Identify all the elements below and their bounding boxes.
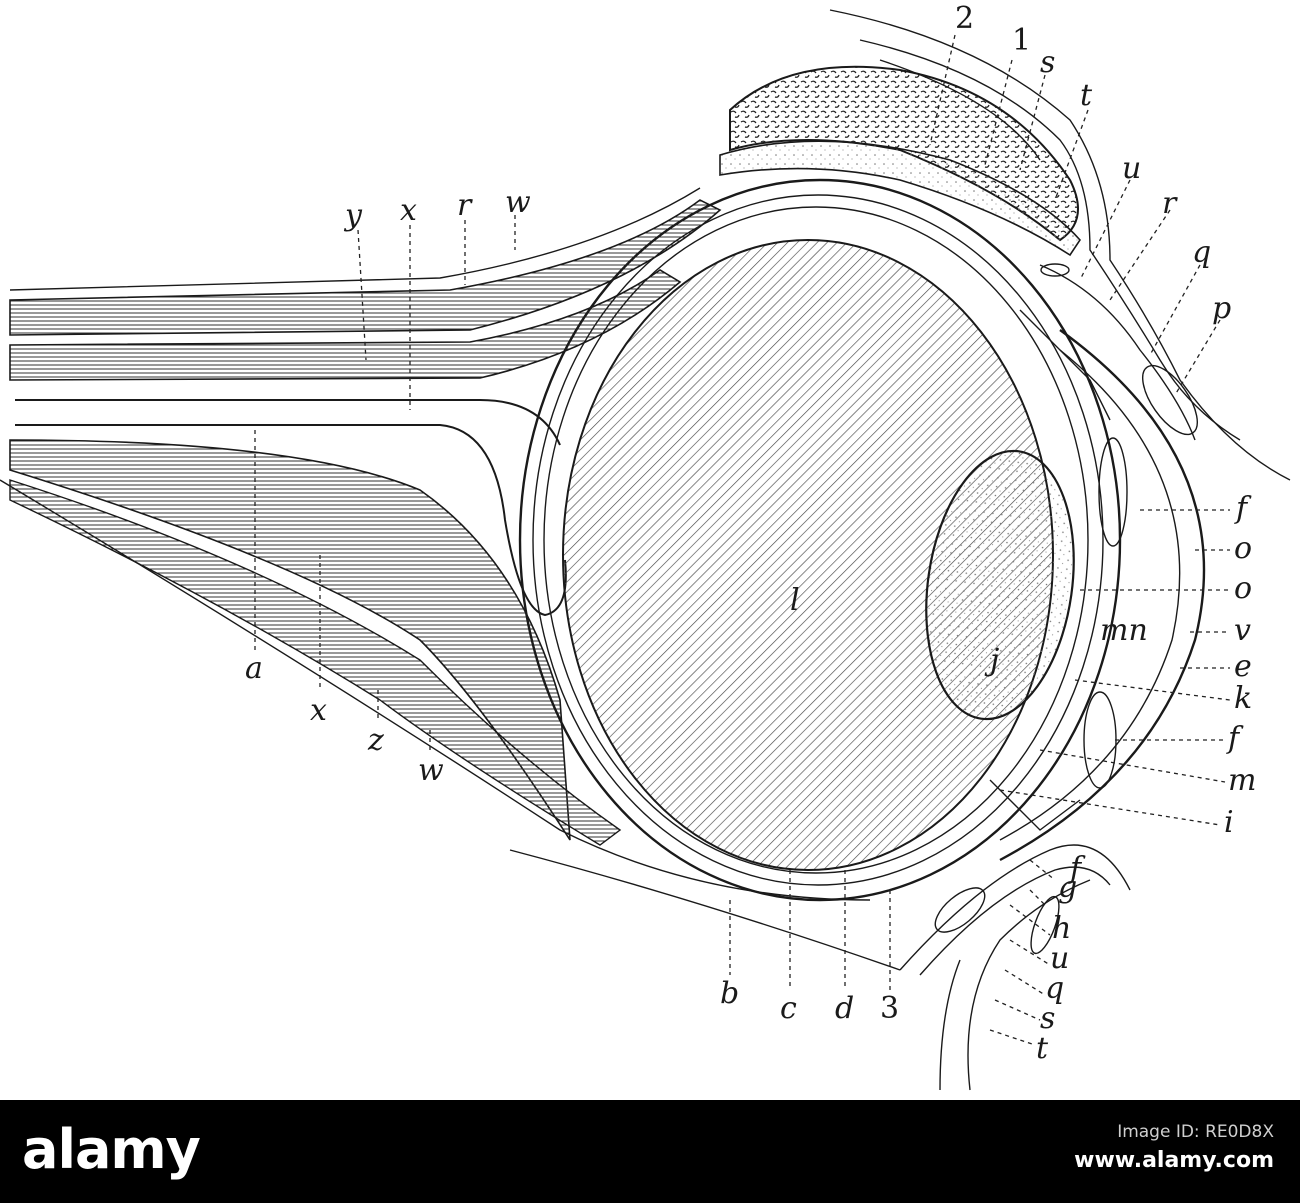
label-t-bottom: t: [1036, 1031, 1049, 1066]
ciliary-upper: [1019, 309, 1111, 421]
label-x-bottom: x: [310, 693, 327, 728]
tarsal-gland-upper: [1142, 364, 1198, 436]
label-l: l: [790, 583, 800, 618]
label-e: e: [1234, 649, 1252, 684]
label-w-top: w: [505, 185, 531, 220]
label-h: h: [1052, 911, 1071, 946]
label-z: z: [367, 723, 384, 758]
label-w-bottom: w: [418, 753, 444, 788]
orbit-floor-line-2: [509, 849, 901, 971]
label-d: d: [835, 991, 854, 1026]
label-b: b: [720, 976, 739, 1011]
label-x-top: x: [400, 193, 417, 228]
ciliary-lower: [989, 779, 1081, 831]
label-2: 2: [955, 1, 974, 36]
label-q-right: q: [1192, 235, 1211, 270]
label-o-outer: o: [1234, 531, 1252, 566]
label-f-upper: f: [1234, 491, 1252, 526]
label-o-inner: o: [1234, 571, 1252, 606]
iris-upper: [1098, 437, 1128, 547]
bone-lower-layer: [719, 140, 1082, 257]
label-q-bottom: q: [1045, 971, 1064, 1006]
label-u-bottom: u: [1050, 941, 1069, 976]
label-s-top: s: [1040, 45, 1055, 80]
lens: [925, 449, 1075, 721]
site-url: www.alamy.com: [1074, 1148, 1274, 1173]
watermark-footer: alamy Image ID: RE0D8X www.alamy.com: [0, 1100, 1300, 1203]
label-r-right: r: [1162, 186, 1178, 221]
extraocular-muscles: [0, 187, 901, 971]
tarsal-gland-lower: [934, 887, 986, 933]
iris-lower: [1083, 691, 1117, 789]
label-c: c: [780, 991, 797, 1026]
lower-eyelid: [899, 844, 1131, 1091]
superior-muscle-sheath: [9, 187, 701, 291]
upper-eyelid: [829, 9, 1291, 481]
cornea: [999, 329, 1206, 862]
alamy-logo: alamy: [22, 1118, 201, 1181]
eye-cross-section-diagram: 2 1 s t u r q p y x r w f o o v e k f m …: [0, 1, 1291, 1091]
orbital-bone: [719, 65, 1082, 257]
label-v: v: [1234, 613, 1251, 648]
label-u-top: u: [1122, 151, 1141, 186]
label-y: y: [343, 198, 363, 233]
labels: 2 1 s t u r q p y x r w f o o v e k f m …: [245, 1, 1256, 1066]
upper-muscle-band: [9, 199, 722, 336]
lower-muscle-band: [9, 439, 571, 841]
label-f-lower: f: [1226, 721, 1244, 756]
eyeball: [518, 178, 1206, 902]
lid-vessel-upper: [1040, 263, 1070, 277]
label-3: 3: [880, 991, 899, 1026]
cornea-inner: [999, 349, 1181, 841]
sclera-inner: [532, 194, 1104, 886]
label-p-right: p: [1212, 291, 1231, 326]
label-m: m: [1228, 763, 1256, 798]
label-t-top: t: [1080, 78, 1093, 113]
footer-info: Image ID: RE0D8X www.alamy.com: [1074, 1122, 1274, 1173]
choroid-layer: [543, 206, 1089, 874]
inferior-muscle-band: [9, 479, 622, 846]
logo-word: alamy: [22, 1118, 201, 1181]
label-r-top: r: [457, 188, 473, 223]
label-k: k: [1234, 681, 1252, 716]
image-id: Image ID: RE0D8X: [1117, 1122, 1274, 1142]
label-1: 1: [1012, 23, 1031, 58]
label-s-bottom: s: [1040, 1001, 1055, 1036]
label-a: a: [245, 651, 263, 686]
label-i: i: [1224, 805, 1234, 840]
orbit-floor-line: [0, 479, 871, 901]
upper-muscle-band-2: [9, 269, 682, 381]
label-g: g: [1058, 870, 1077, 905]
label-mn: mn: [1100, 613, 1148, 648]
lid-vessel-lower: [1030, 895, 1060, 955]
leader-lines: [254, 34, 1231, 1046]
